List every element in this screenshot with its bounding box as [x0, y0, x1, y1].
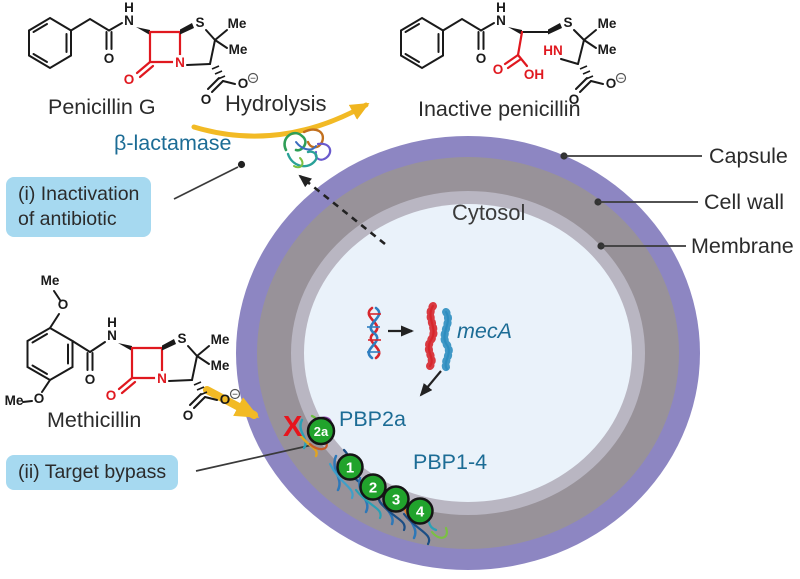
mechanism-i-callout: (i) Inactivation of antibiotic [6, 177, 152, 237]
atom-me: Me [211, 332, 230, 347]
negative-charge-icon: − [229, 388, 241, 401]
blocked-x-mark: X [283, 411, 303, 443]
hydrolysis-arrow-icon [191, 102, 370, 139]
secretion-dashed-arrow-icon [298, 174, 386, 246]
meca-gene-label: mecA [457, 319, 512, 343]
methicillin-structure: O Me O Me O N H N O S Me Me O [5, 273, 241, 423]
wedge-bond [162, 339, 176, 351]
atom-o: O [476, 51, 487, 66]
inactive-penicillin-structure: O N H O OH HN S Me Me O O − [400, 0, 627, 107]
hash-wedge [211, 65, 226, 80]
badge-3-label: 3 [392, 492, 400, 509]
mechanism-i-line2: of antibiotic [18, 208, 117, 230]
atom-me: Me [5, 393, 24, 408]
pbp-badges: 2a 1 2 3 4 [306, 416, 434, 525]
atom-s: S [563, 15, 572, 30]
atom-oh-red: OH [524, 67, 544, 82]
atom-h: H [124, 0, 134, 15]
negative-charge-icon: − [247, 72, 259, 85]
capsule-label: Capsule [709, 144, 788, 168]
cytosol-region [304, 204, 632, 502]
badge-2a-label: 2a [314, 424, 329, 439]
mrna-icon [424, 302, 453, 373]
atom-o: O [183, 408, 194, 423]
svg-text:−: − [232, 390, 238, 401]
atom-me: Me [229, 42, 248, 57]
methicillin-label: Methicillin [47, 408, 142, 432]
beta-lactamase-protein-icon [283, 128, 332, 169]
layer-callouts [560, 152, 702, 250]
atom-s: S [177, 331, 186, 346]
atom-o: O [34, 391, 45, 406]
atom-o: O [58, 297, 69, 312]
hydrolysis-label: Hydrolysis [225, 91, 327, 116]
badge-4 [406, 497, 434, 525]
atom-n-red: N [175, 55, 185, 70]
atom-o-red: O [124, 72, 135, 87]
hash-wedge [579, 65, 594, 80]
badge-2-label: 2 [369, 480, 377, 497]
atom-o: O [220, 392, 231, 407]
negative-charge-icon: − [615, 72, 627, 85]
atom-me: Me [41, 273, 60, 288]
penicillin-g-structure: O N H N O S Me Me O O − [28, 0, 259, 107]
atom-h: H [107, 315, 117, 330]
atom-n: N [124, 13, 134, 28]
mechanism-i-dot [237, 160, 246, 169]
atom-o-red: O [106, 388, 117, 403]
wedge-bond [136, 27, 150, 35]
svg-text:−: − [618, 74, 624, 85]
cell-wall-label: Cell wall [704, 190, 785, 214]
atom-o-red: O [493, 62, 504, 77]
badge-4-label: 4 [416, 504, 425, 521]
wedge-bond [548, 23, 562, 35]
atom-n: N [107, 328, 117, 343]
atom-n-red: N [157, 371, 167, 386]
ring-n-gap [173, 55, 187, 69]
mechanism-i-line1: (i) Inactivation [18, 183, 140, 205]
atom-o: O [201, 92, 212, 107]
mechanism-ii-label: (ii) Target bypass [18, 461, 167, 483]
atom-o: O [104, 51, 115, 66]
wedge-bond [180, 23, 194, 35]
atom-o: O [569, 92, 580, 107]
atom-hn-red: HN [543, 43, 563, 58]
ring-n-gap [155, 371, 169, 385]
badge-1 [336, 453, 364, 481]
atom-h: H [496, 0, 506, 15]
atom-me: Me [598, 42, 617, 57]
badge-3 [382, 485, 410, 513]
atom-me: Me [211, 358, 230, 373]
membrane-label: Membrane [691, 234, 794, 258]
pbp1-4-label: PBP1-4 [413, 450, 488, 474]
methicillin-arrow-icon [203, 386, 260, 419]
pbp2a-label: PBP2a [339, 407, 406, 431]
dna-icon [367, 306, 381, 360]
atom-o: O [238, 76, 249, 91]
inactive-penicillin-label: Inactive penicillin [418, 97, 581, 121]
translation-arrow-icon [419, 370, 442, 397]
atom-n: N [496, 13, 506, 28]
atom-o: O [606, 76, 617, 91]
penicillin-g-label: Penicillin G [48, 95, 156, 119]
badge-1-label: 1 [346, 460, 354, 477]
cytosol-label: Cytosol [452, 200, 526, 225]
svg-text:−: − [250, 74, 256, 85]
wedge-bond [508, 27, 522, 35]
mechanism-i-line [173, 166, 239, 200]
beta-lactamase-label: β-lactamase [114, 131, 232, 155]
atom-me: Me [228, 16, 247, 31]
atom-o: O [85, 372, 96, 387]
mechanism-ii-callout: (ii) Target bypass [6, 455, 179, 490]
atom-me: Me [598, 16, 617, 31]
mechanism-ii-line [195, 444, 313, 472]
badge-2 [359, 473, 387, 501]
badge-2a [306, 416, 336, 446]
wedge-bond [118, 343, 132, 351]
atom-s: S [195, 15, 204, 30]
